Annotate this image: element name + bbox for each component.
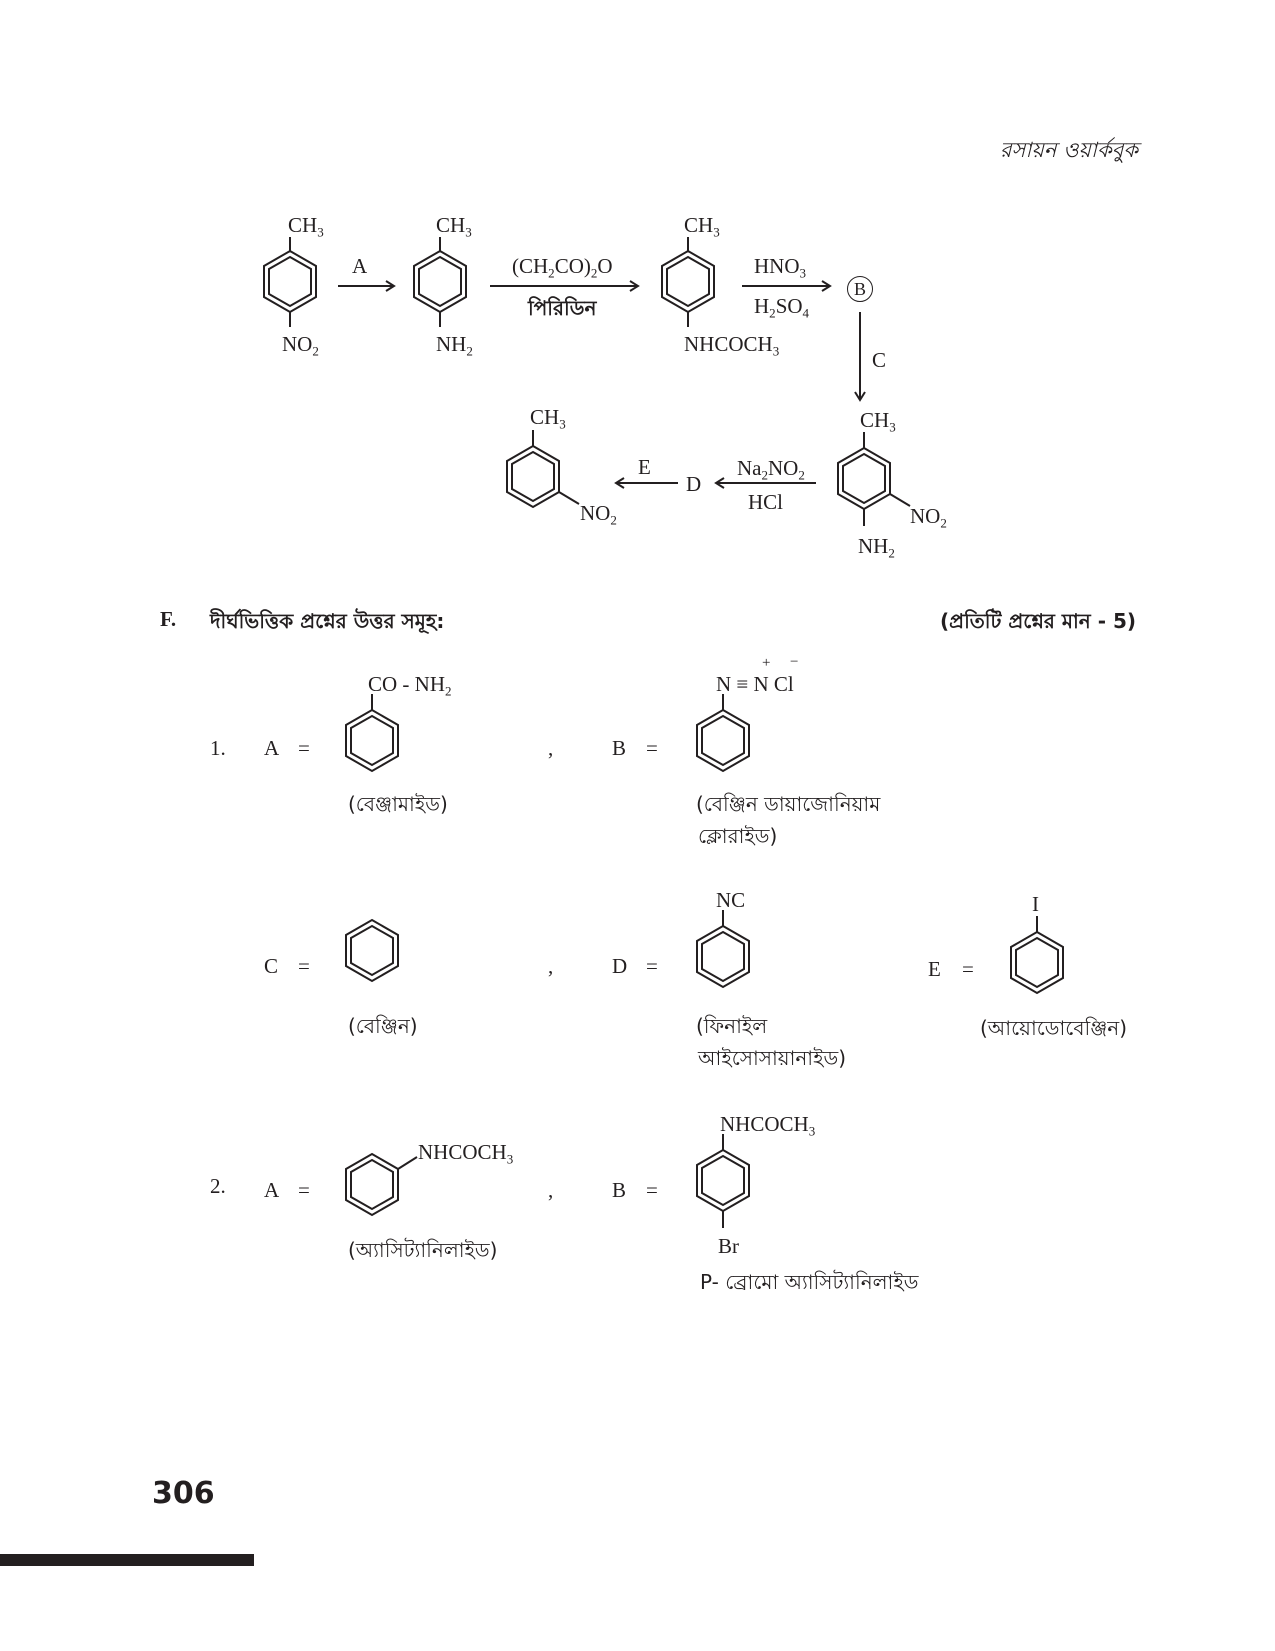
footer-bar	[0, 1554, 254, 1566]
q2-b-substituent: NHCOCH3	[720, 1112, 816, 1139]
q2-a-substituent: NHCOCH3	[418, 1140, 514, 1167]
q1-d-name-line1: (ফিনাইল	[696, 1014, 768, 1038]
q1-number: 1.	[210, 736, 226, 760]
q1-a-label: A	[264, 736, 280, 760]
arrow2-solvent: পিরিডিন	[528, 296, 597, 320]
q1-a-substituent: CO - NH2	[368, 672, 452, 699]
s5-benzene-ring	[506, 430, 580, 509]
s4-side-label: NO2	[910, 504, 947, 531]
s2-top-label: CH3	[436, 213, 472, 240]
s2-benzene-ring	[413, 237, 467, 327]
q1-d-substituent: NC	[716, 888, 746, 912]
s4-bottom-label: NH2	[858, 534, 895, 561]
section-letter: F.	[160, 607, 177, 631]
q1-b-name-line2: ক্লোরাইড)	[698, 824, 778, 848]
arrow4-reagent1: Na2NO2	[737, 456, 805, 483]
q1-b-eq: =	[646, 736, 658, 760]
q1-a-name: (বেঞ্জামাইড)	[348, 792, 448, 816]
arrow5-label: E	[638, 455, 651, 479]
q2-a-label: A	[264, 1178, 280, 1202]
q1-d-name-line2: আইসোসায়ানাইড)	[698, 1046, 847, 1070]
s3-bottom-label: NHCOCH3	[684, 332, 780, 359]
q1-comma-2: ,	[548, 954, 554, 978]
q2-b-eq: =	[646, 1178, 658, 1202]
s1-top-label: CH3	[288, 213, 324, 240]
q1-d-label: D	[612, 954, 628, 978]
arrow1	[338, 280, 396, 292]
section-title: দীর্ঘভিত্তিক প্রশ্নের উত্তর সমূহ:	[210, 609, 445, 633]
q2-number: 2.	[210, 1174, 226, 1198]
q2-b-name: P- ব্রোমো অ্যাসিট্যানিলাইড	[700, 1270, 919, 1294]
product-b: B	[847, 276, 873, 302]
q2-b-benzene-ring	[696, 1134, 750, 1228]
q1-c-label: C	[264, 954, 279, 978]
arrow3	[742, 280, 832, 292]
q1-b-name-line1: (বেঞ্জিন ডায়াজোনিয়াম	[696, 792, 881, 816]
q2-a-benzene-ring	[345, 1152, 418, 1217]
page-number: 306	[152, 1476, 215, 1511]
arrow-down-label: C	[872, 348, 887, 372]
intermediate-d: D	[686, 472, 702, 496]
s3-benzene-ring	[661, 237, 715, 327]
q1-c-name: (বেঞ্জিন)	[348, 1014, 418, 1038]
running-title: রসায়ন ওয়ার্কবুক	[1000, 138, 1139, 162]
q1-c-eq: =	[298, 954, 310, 978]
q1-d-benzene-ring	[696, 910, 750, 989]
q2-b-label: B	[612, 1178, 627, 1202]
arrow3-reagent2: H2SO4	[754, 294, 810, 321]
arrow1-label: A	[352, 254, 368, 278]
q2-b-bottom-label: Br	[718, 1234, 739, 1258]
arrow4	[714, 477, 816, 489]
q1-a-benzene-ring	[345, 694, 399, 773]
q1-d-eq: =	[646, 954, 658, 978]
q1-b-benzene-ring	[696, 694, 750, 773]
s3-top-label: CH3	[684, 213, 720, 240]
q1-e-benzene-ring	[1010, 916, 1064, 995]
arrow-down	[854, 312, 866, 402]
q1-a-eq: =	[298, 736, 310, 760]
q1-b-substituent: N ≡ N Cl	[716, 672, 794, 696]
s5-top-label: CH3	[530, 405, 566, 432]
arrow3-reagent1: HNO3	[754, 254, 807, 281]
q2-a-name: (অ্যাসিট্যানিলাইড)	[348, 1238, 498, 1262]
s4-benzene-ring	[837, 432, 911, 526]
q1-b-minus: −	[790, 654, 799, 670]
arrow2	[490, 280, 640, 292]
q1-b-plus: +	[762, 655, 771, 671]
q1-e-name: (আয়োডোবেঞ্জিন)	[980, 1016, 1128, 1040]
arrow4-reagent2: HCl	[748, 490, 784, 514]
s1-bottom-label: NO2	[282, 332, 319, 359]
q2-comma: ,	[548, 1178, 554, 1202]
q1-c-benzene-ring	[345, 918, 399, 983]
s1-benzene-ring	[263, 237, 317, 327]
s2-bottom-label: NH2	[436, 332, 473, 359]
q1-e-label: E	[928, 957, 941, 981]
arrow2-reagent: (CH2CO)2O	[512, 254, 613, 281]
q1-e-eq: =	[962, 957, 974, 981]
q1-b-label: B	[612, 736, 627, 760]
section-marks: (প্রতিটি প্রশ্নের মান - 5)	[940, 609, 1137, 633]
q1-comma-1: ,	[548, 736, 554, 760]
s5-side-label: NO2	[580, 501, 617, 528]
q2-a-eq: =	[298, 1178, 310, 1202]
arrow5	[614, 477, 678, 489]
s4-top-label: CH3	[860, 408, 896, 435]
q1-e-substituent: I	[1032, 892, 1039, 916]
